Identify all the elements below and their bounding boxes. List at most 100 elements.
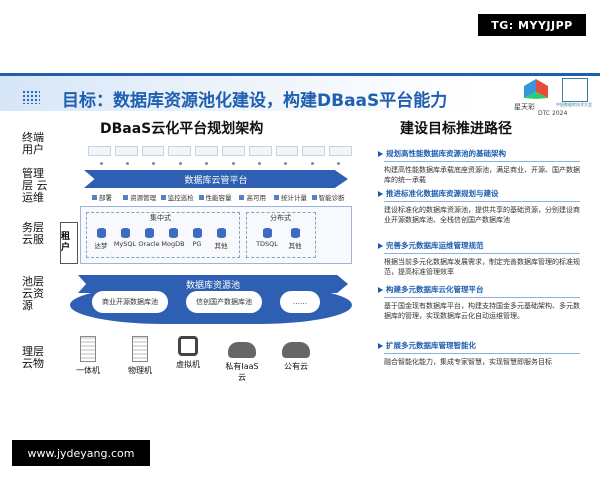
goal-title: 规划高性能数据库资源池的基础架构 [378,148,580,159]
watermark-bottom: www.jydeyang.com [12,440,150,466]
domestic-pool: 信创国产数据库池 [186,291,262,313]
pool-label: 信创国产数据库池 [196,298,252,306]
database-icon [168,228,178,238]
tool-item: 监控巡检 [159,192,195,202]
db-item: PG [184,228,210,248]
server-icon [132,336,148,362]
terminal-icon [168,146,192,156]
distributed-group [246,212,316,258]
goal-title: 扩展多元数据库管理智能化 [378,340,580,351]
centralized-label: 集中式 [150,214,171,222]
goal-item: 完善多元数据库运维管理规范 根据当前多元化数据库发展需求，制定完善数据库管理的标… [378,240,580,277]
goal-item: 构建多元数据库云化管理平台 基于国金现有数据库平台，构建支持国金多元基础架构、多… [378,284,580,321]
appliance-icon [80,336,96,362]
event-label: DTC 2024 [538,110,568,117]
terminal-icon [329,146,352,156]
db-label: PG [192,240,202,248]
resource-label: 公有云 [284,362,308,371]
tool-label: 统计计量 [280,194,307,202]
goal-item: 推进标准化数据库资源规划与建设 建设标准化的数据库资源池，提供共享的基础资源，分… [378,188,580,225]
banner-top-rule [0,73,600,76]
goals-title: 建设目标推进路径 [400,121,512,137]
terminal-icon [141,146,165,156]
goal-rule [384,353,580,354]
conference-logo-text: 中国数据库技术大会 [556,102,592,107]
tool-label: 性能容量 [205,194,232,202]
tool-label: 高可用 [246,194,266,202]
goal-item: 规划高性能数据库资源池的基础架构 构建高性能数据库承载底座资源池，满足商业、开源… [378,148,580,185]
diagram-title: DBaaS云化平台规划架构 [100,121,264,137]
terminal-icon [195,146,218,156]
mgmt-platform-bar: 数据库云管平台 [84,170,348,188]
dots-decoration-icon [22,90,40,104]
goal-desc: 根据当前多元化数据库发展需求，制定完善数据库管理的标准规范，提高标准管理效率 [384,258,580,276]
layer-label-pool: 池层 云资源 [22,275,44,312]
tool-label: 资源管理 [130,194,157,202]
tool-item: 智能诊断 [310,192,346,202]
terminal-row [88,146,352,156]
conference-logo-icon [562,78,588,102]
terminal-icon [221,146,245,156]
resource-item: 一体机 [68,336,108,376]
tenant-box: 租户 [60,222,78,264]
resource-label: 一体机 [76,366,100,375]
goal-rule [384,161,580,162]
database-icon [290,228,300,238]
terminal-icon [302,146,326,156]
database-icon [96,228,106,238]
goal-title: 推进标准化数据库资源规划与建设 [378,188,580,199]
slide-title: 目标：数据库资源池化建设，构建DBaaS平台能力 [62,91,448,111]
tool-item: 统计计量 [273,192,309,202]
tool-row: 部署 资源管理 监控巡检 性能容量 高可用 统计计量 智能诊断 [84,190,346,204]
title-banner [0,73,600,111]
tool-item: 性能容量 [197,192,233,202]
tool-item: 部署 [84,192,120,202]
goal-rule [384,297,580,298]
db-item: 其他 [282,228,308,250]
tool-icon [239,194,245,200]
db-item: 其他 [208,228,234,250]
brand-logo-text: 星天彩 [514,103,535,111]
tool-icon [91,194,97,200]
db-label: 其他 [214,242,228,250]
tool-icon [160,194,166,200]
watermark-top: TG: MYYJJPP [478,14,586,36]
db-label: 其他 [288,242,302,250]
layer-label-mgmt: 管理层 云运维 [22,167,48,204]
goal-desc: 基于国金现有数据库平台，构建支持国金多元基础架构、多元数据库的管理，实现数据库云… [384,302,580,320]
resource-pool-bar: 数据库资源池 [78,275,348,293]
tool-label: 部署 [98,194,112,202]
resource-item: 私有IaaS云 [222,336,262,383]
goal-desc: 构建高性能数据库承载底座资源池，满足商业、开源、国产数据库的统一承载 [384,166,580,184]
db-item: MogDB [160,228,186,248]
terminal-icon [88,146,111,156]
database-icon [262,228,272,238]
database-icon [120,228,130,238]
db-item: TDSQL [254,228,280,248]
resource-item: 虚拟机 [168,336,208,370]
goal-rule [384,253,580,254]
database-icon [192,228,202,238]
resource-label: 虚拟机 [176,360,200,369]
goal-desc: 建设标准化的数据库资源池，提供共享的基础资源，分别建设商业开源数据库池、全栈信创… [384,206,580,224]
terminal-icon [275,146,299,156]
tool-label: 监控巡检 [167,194,194,202]
goal-rule [384,201,580,202]
public-cloud-icon [282,342,310,358]
db-label: TDSQL [256,240,278,248]
tool-label: 智能诊断 [318,194,345,202]
database-icon [216,228,226,238]
db-label: 达梦 [94,242,108,250]
tool-icon [311,194,317,200]
goal-desc: 融合智能化能力，集成专家智慧，实现智慧即服务目标 [384,358,552,366]
more-pool: …… [280,291,320,313]
db-label: MySQL [113,240,137,248]
database-icon [144,228,154,238]
db-item: MySQL [112,228,138,248]
distributed-label: 分布式 [270,214,291,222]
connector-dots [88,162,352,168]
tool-item: 资源管理 [122,192,158,202]
db-label: Oracle [138,240,160,248]
resource-label: 私有IaaS云 [225,362,259,382]
resource-item: 公有云 [276,336,316,372]
